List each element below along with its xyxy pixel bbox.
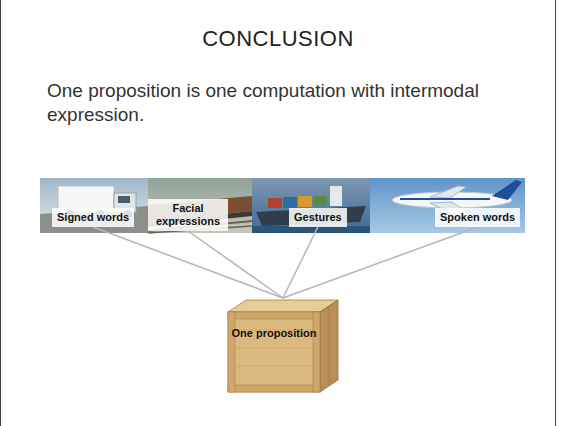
node-text: Signed words xyxy=(57,211,129,224)
connector-line xyxy=(188,231,283,298)
crate-box: One proposition xyxy=(228,298,338,394)
node-text: One proposition xyxy=(228,327,320,339)
mode-label: Gestures xyxy=(289,208,347,227)
photo-band xyxy=(40,178,525,233)
slide-title: CONCLUSION xyxy=(0,26,556,52)
mode-label: Spoken words xyxy=(435,208,520,227)
connector-line xyxy=(283,227,478,298)
node-text: Gestures xyxy=(294,211,342,224)
mode-label: Signed words xyxy=(52,208,134,227)
node-text: Spoken words xyxy=(440,211,515,224)
body-text: One proposition is one computation with … xyxy=(47,79,527,127)
crate-picture xyxy=(228,300,338,392)
node-text: Facial expressions xyxy=(153,202,223,228)
mode-label: Facial expressions xyxy=(148,199,228,231)
connector-line xyxy=(93,227,283,298)
